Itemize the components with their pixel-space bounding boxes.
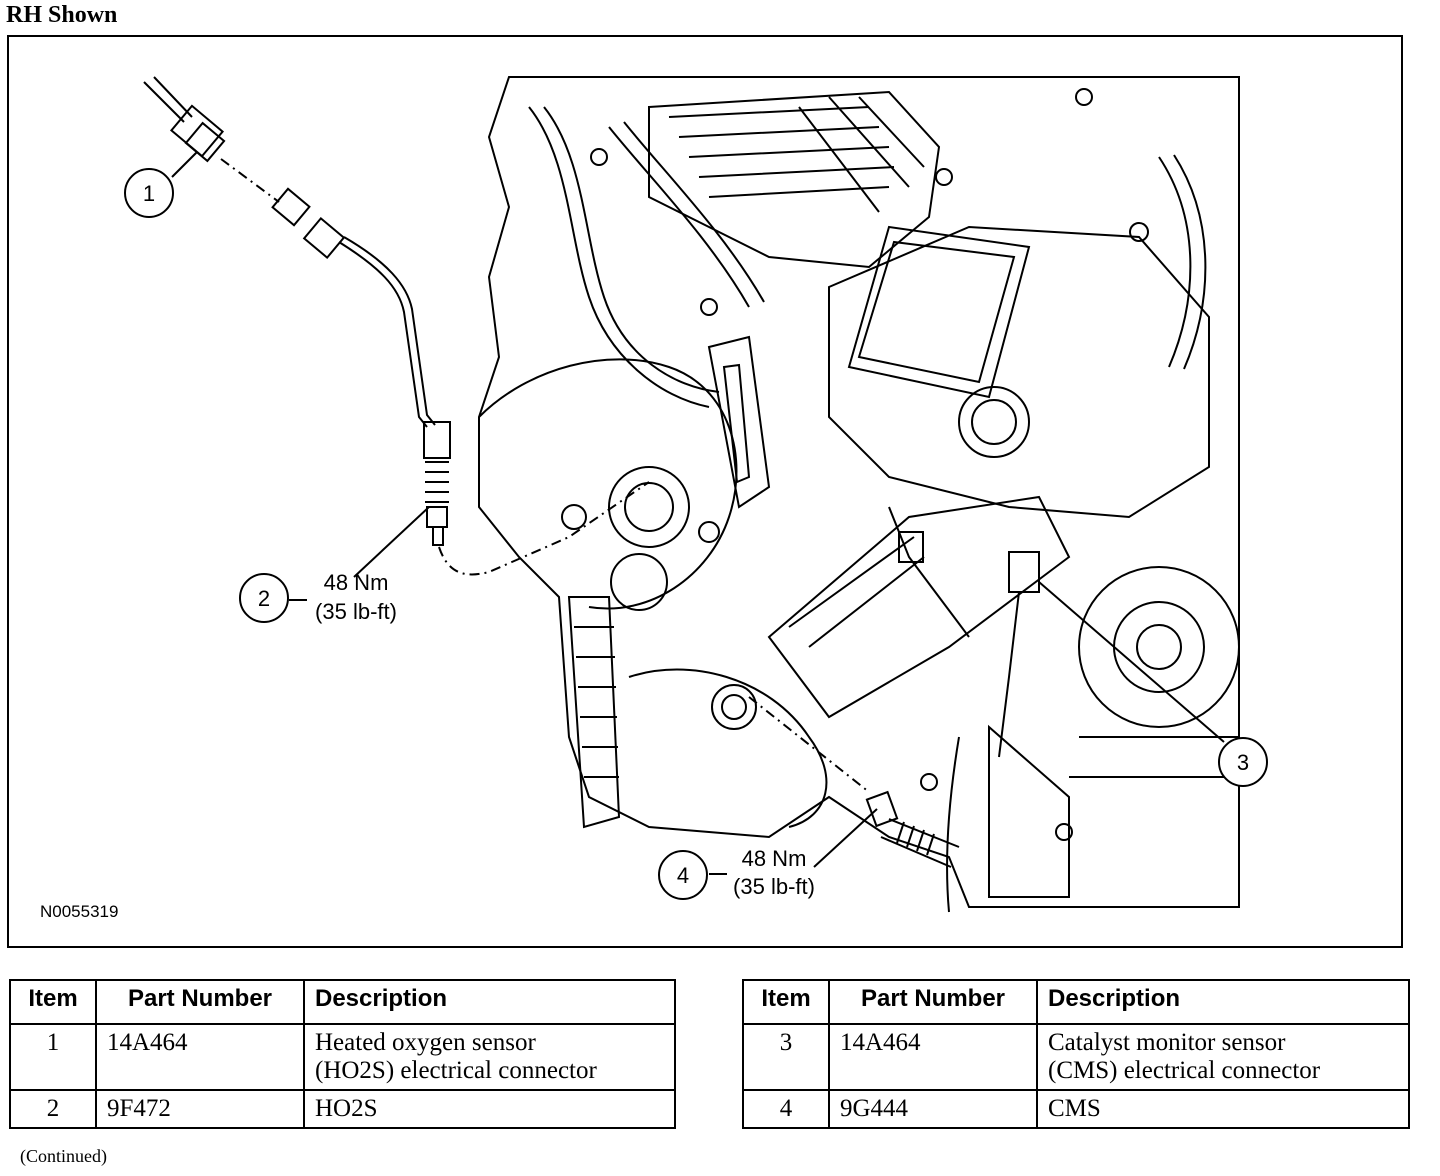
callout-3-number: 3: [1237, 750, 1249, 775]
row-description-line: Catalyst monitor sensor: [1048, 1029, 1286, 1056]
row-part-number: 9F472: [95, 1089, 305, 1129]
callout-2-number: 2: [258, 586, 270, 611]
callout-leaders: [171, 151, 1225, 875]
header-item: Item: [742, 979, 830, 1025]
callout-2-torque-nm: 48 Nm: [324, 570, 389, 595]
callout-4-torque-nm: 48 Nm: [742, 846, 807, 871]
callout-3: 3: [1218, 737, 1268, 787]
row-part-number: 9G444: [828, 1089, 1038, 1129]
engine-illustration: [478, 76, 1240, 908]
header-part-number: Part Number: [95, 979, 305, 1025]
ho2s-connector-drawing: [143, 76, 650, 576]
callout-4: 4 48 Nm (35 lb-ft): [658, 846, 815, 900]
row-item: 1: [9, 1023, 97, 1091]
engine-diagram: 1 2 48 Nm (35 lb-ft) 3 4 48 Nm (35 lb-ft…: [124, 76, 1268, 913]
parts-table-right: Item Part Number Description 3 14A464 Ca…: [742, 979, 1410, 1129]
table-header-row: Item Part Number Description: [9, 979, 676, 1025]
table-row: 4 9G444 CMS: [742, 1089, 1410, 1129]
row-item: 3: [742, 1023, 830, 1091]
row-description: Heated oxygen sensor (HO2S) electrical c…: [303, 1023, 676, 1091]
row-description-line: Heated oxygen sensor: [315, 1029, 536, 1056]
parts-table-left: Item Part Number Description 1 14A464 He…: [9, 979, 676, 1129]
header-part-number: Part Number: [828, 979, 1038, 1025]
row-part-number: 14A464: [95, 1023, 305, 1091]
callout-2-torque-lbft: (35 lb-ft): [315, 599, 397, 624]
row-item: 4: [742, 1089, 830, 1129]
callout-2: 2 48 Nm (35 lb-ft): [239, 570, 397, 624]
table-header-row: Item Part Number Description: [742, 979, 1410, 1025]
table-row: 2 9F472 HO2S: [9, 1089, 676, 1129]
figure-id: N0055319: [40, 902, 119, 921]
row-description: CMS: [1036, 1089, 1410, 1129]
table-row: 3 14A464 Catalyst monitor sensor (CMS) e…: [742, 1023, 1410, 1091]
header-description: Description: [1036, 979, 1410, 1025]
row-part-number: 14A464: [828, 1023, 1038, 1091]
callout-4-number: 4: [677, 863, 689, 888]
row-description: Catalyst monitor sensor (CMS) electrical…: [1036, 1023, 1410, 1091]
callout-1-number: 1: [143, 181, 155, 206]
callout-4-torque-lbft: (35 lb-ft): [733, 874, 815, 899]
row-item: 2: [9, 1089, 97, 1129]
header-description: Description: [303, 979, 676, 1025]
continued-note: (Continued): [20, 1146, 107, 1166]
table-row: 1 14A464 Heated oxygen sensor (HO2S) ele…: [9, 1023, 676, 1091]
row-description: HO2S: [303, 1089, 676, 1129]
callout-1: 1: [124, 168, 174, 218]
row-description-line: (CMS) electrical connector: [1048, 1057, 1321, 1084]
engine-diagram-frame: 1 2 48 Nm (35 lb-ft) 3 4 48 Nm (35 lb-ft…: [7, 35, 1403, 948]
page-title: RH Shown: [6, 2, 118, 28]
header-item: Item: [9, 979, 97, 1025]
row-description-line: (HO2S) electrical connector: [315, 1057, 597, 1084]
